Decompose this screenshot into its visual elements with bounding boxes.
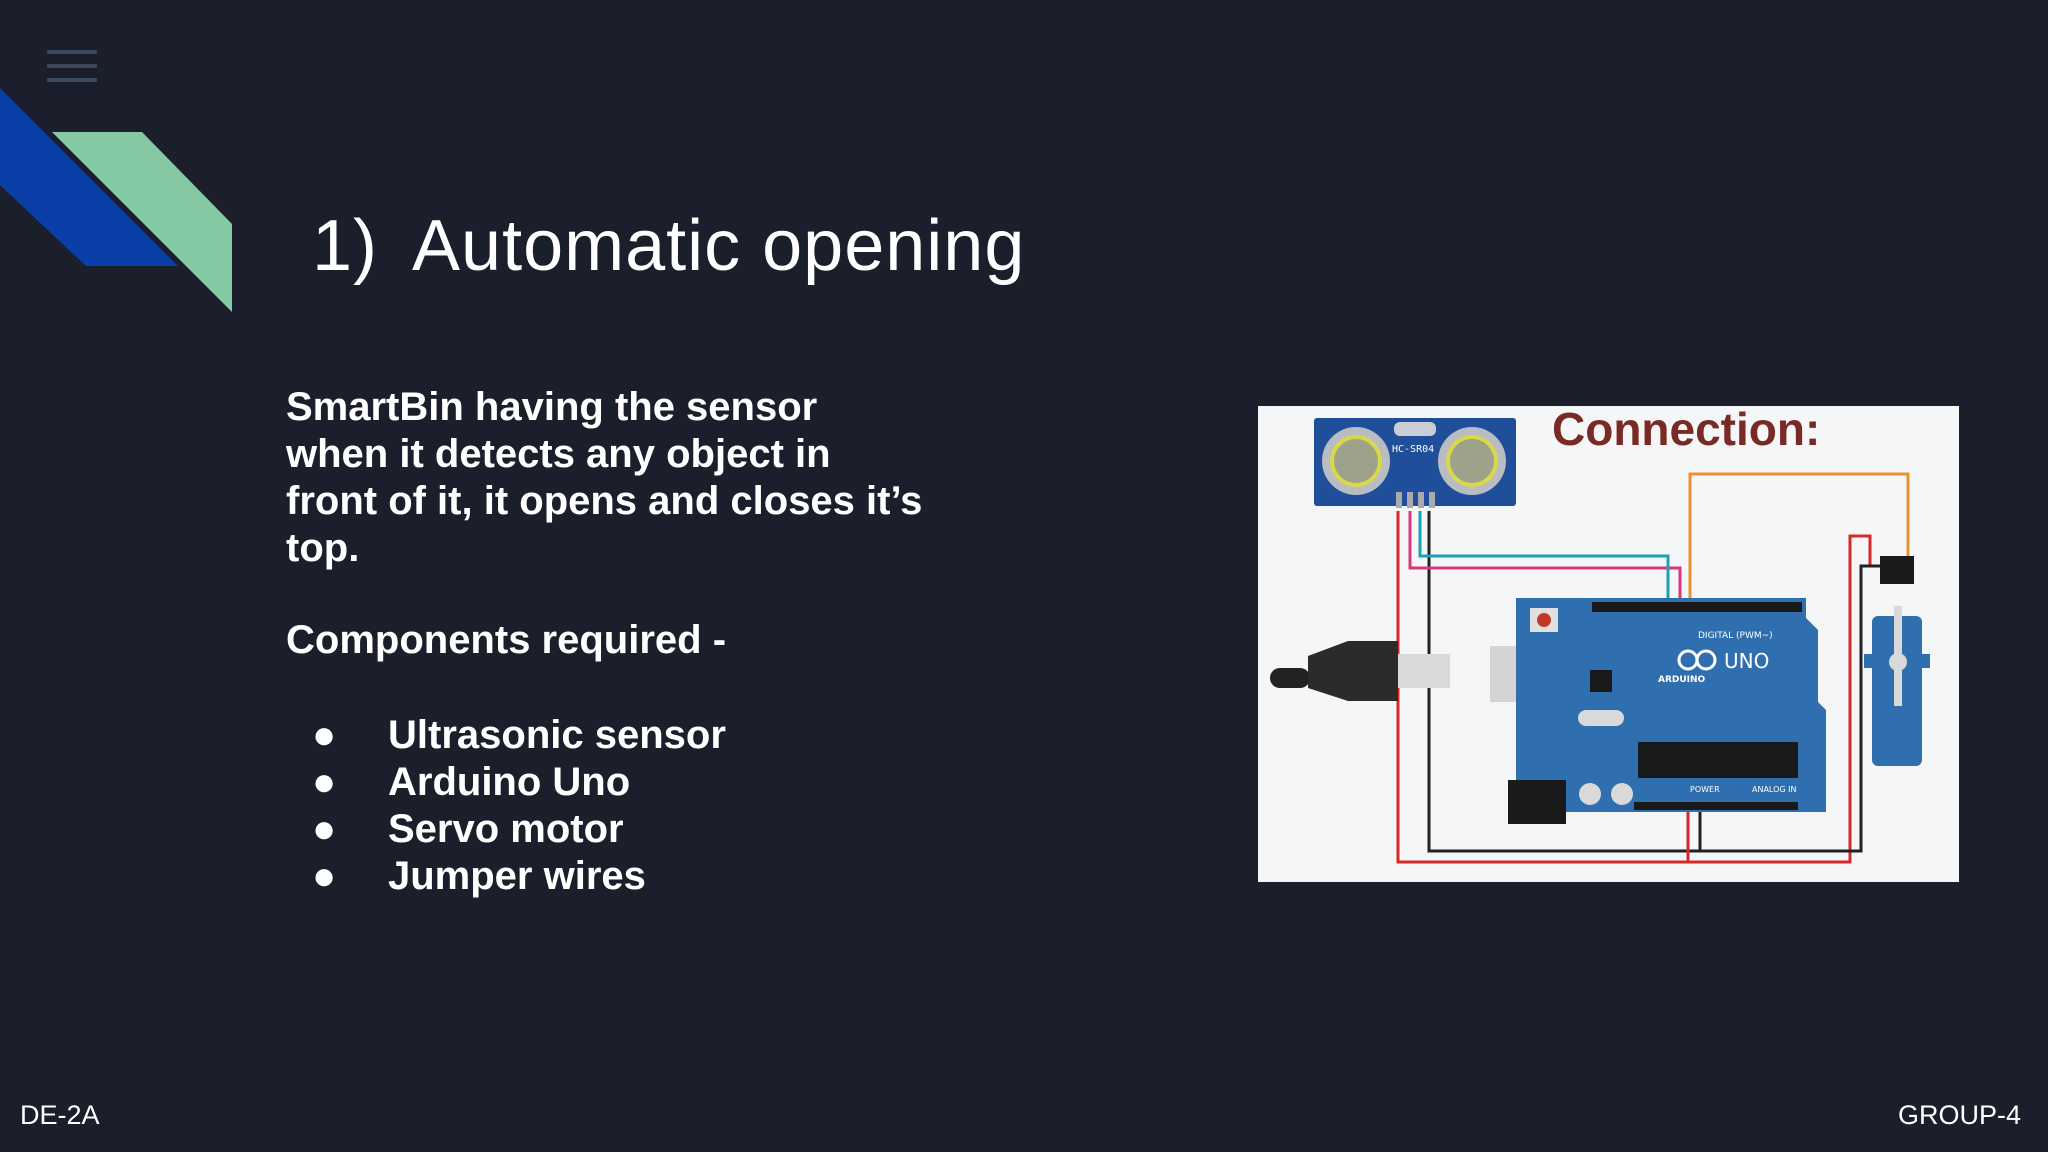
- connection-title: Connection:: [1552, 403, 1821, 455]
- power-jack: [1508, 780, 1566, 824]
- wire-orange: [1688, 472, 1910, 608]
- list-item: ● Ultrasonic sensor: [312, 712, 726, 759]
- sensor-label: HC-SR04: [1392, 444, 1434, 455]
- components-heading: Components required -: [286, 618, 727, 662]
- usb-plug-housing: [1308, 641, 1398, 701]
- sensor-transducer-left-inner: [1330, 435, 1382, 487]
- digital-header: [1592, 602, 1802, 612]
- capacitor: [1611, 783, 1633, 805]
- component-label: Jumper wires: [388, 854, 646, 898]
- wire-pink: [1408, 511, 1682, 608]
- title-number: 1): [312, 206, 379, 286]
- chip-small: [1590, 670, 1612, 692]
- title-text: Automatic opening: [412, 206, 1026, 286]
- board-brand: ARDUINO: [1658, 675, 1706, 685]
- analog-label: ANALOG IN: [1752, 785, 1797, 794]
- wire-red: [1396, 511, 1872, 864]
- digital-label: DIGITAL (PWM~): [1698, 631, 1773, 641]
- menu-icon[interactable]: [47, 50, 97, 84]
- arduino-logo-right: [1695, 649, 1717, 671]
- component-label: Servo motor: [388, 807, 624, 851]
- footer-right-label: GROUP-4: [1897, 1100, 2021, 1130]
- atmega-chip: [1638, 742, 1798, 778]
- power-label: POWER: [1690, 785, 1720, 794]
- slide-title: 1) Automatic opening: [312, 205, 1025, 287]
- servo-connector: [1880, 556, 1914, 584]
- description-text: SmartBin having the sensor when it detec…: [286, 385, 923, 570]
- sensor-pin: [1418, 492, 1424, 508]
- list-item: ● Jumper wires: [312, 853, 726, 900]
- menu-icon-line: [47, 78, 97, 82]
- menu-icon-line: [47, 50, 97, 54]
- crystal-oscillator: [1578, 710, 1624, 726]
- component-label: Arduino Uno: [388, 760, 631, 804]
- bullet: ●: [312, 807, 337, 851]
- menu-icon-line: [47, 64, 97, 68]
- usb-plug-metal: [1398, 654, 1450, 688]
- servo-hub: [1889, 653, 1907, 671]
- usb-cable-tail: [1270, 668, 1310, 688]
- component-label: Ultrasonic sensor: [388, 713, 726, 757]
- wire-cyan: [1418, 511, 1670, 608]
- list-item: ● Servo motor: [312, 806, 726, 853]
- capacitor: [1579, 783, 1601, 805]
- reset-button-cap: [1537, 613, 1551, 627]
- sensor-pin: [1407, 492, 1413, 508]
- sensor-crystal: [1394, 422, 1436, 436]
- wire-black: [1427, 511, 1886, 853]
- corner-decoration: [0, 88, 232, 312]
- components-list: ● Ultrasonic sensor ● Arduino Uno ● Servo m…: [312, 712, 726, 900]
- power-header: [1634, 802, 1798, 810]
- board-model: UNO: [1724, 649, 1769, 673]
- decoration-green-stripe: [52, 132, 232, 312]
- sensor-pin: [1396, 492, 1402, 508]
- circuit-drawing: HC-SR04 DIGITAL (PWM~) UNO ARDUINO POWER…: [1270, 418, 1930, 864]
- description: SmartBin having the sensor when it detec…: [286, 384, 926, 572]
- circuit-diagram-image: HC-SR04 DIGITAL (PWM~) UNO ARDUINO POWER…: [1258, 403, 1959, 882]
- bullet: ●: [312, 854, 337, 898]
- list-item: ● Arduino Uno: [312, 759, 726, 806]
- sensor-transducer-right-inner: [1446, 435, 1498, 487]
- bullet: ●: [312, 760, 337, 804]
- decoration-blue-stripe: [0, 88, 178, 266]
- footer-left-label: DE-2A: [20, 1100, 100, 1130]
- sensor-pin: [1429, 492, 1435, 508]
- bullet: ●: [312, 713, 337, 757]
- arduino-board: [1516, 598, 1826, 812]
